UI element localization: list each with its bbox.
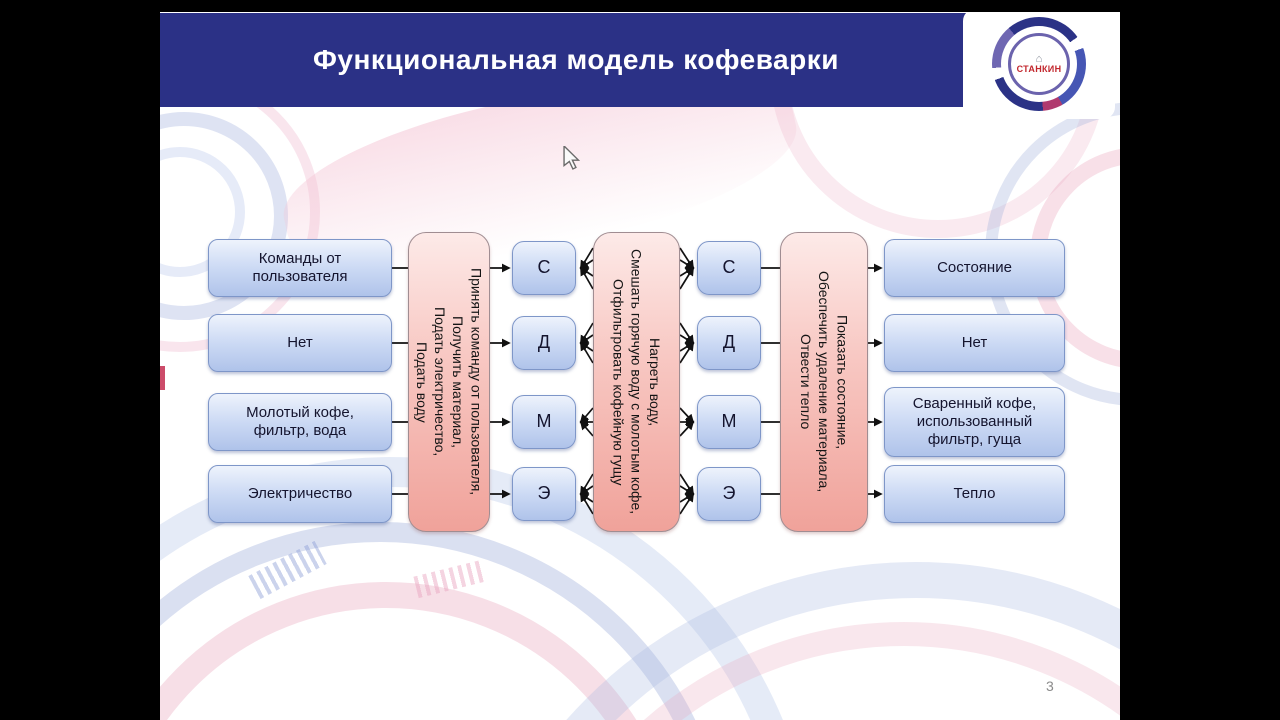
stream-box-d2: Д: [697, 316, 761, 370]
stankin-logo: ⌂ СТАНКИН: [963, 12, 1115, 119]
process-box-3: Показать состояние, Обеспечить удаление …: [780, 232, 868, 532]
slide: Функциональная модель кофеварки ⌂ СТАНКИ…: [160, 12, 1120, 720]
output-box-none: Нет: [884, 314, 1065, 372]
process-1-text: Принять команду от пользователя, Получит…: [413, 268, 485, 496]
process-2-text: Нагреть воду, Смешать горячую воду с мол…: [610, 249, 663, 515]
input-box-commands: Команды от пользователя: [208, 239, 392, 297]
process-box-2: Нагреть воду, Смешать горячую воду с мол…: [593, 232, 680, 532]
stream-box-c1: С: [512, 241, 576, 295]
input-box-electricity: Электричество: [208, 465, 392, 523]
process-3-text: Показать состояние, Обеспечить удаление …: [797, 271, 851, 493]
process-box-1: Принять команду от пользователя, Получит…: [408, 232, 490, 532]
stream-box-e1: Э: [512, 467, 576, 521]
input-box-materials: Молотый кофе, фильтр, вода: [208, 393, 392, 451]
page-number: 3: [1046, 678, 1054, 694]
input-box-none: Нет: [208, 314, 392, 372]
output-box-state: Состояние: [884, 239, 1065, 297]
logo-ring-icon: ⌂ СТАНКИН: [992, 17, 1086, 111]
page-title: Функциональная модель кофеварки: [313, 44, 839, 75]
mouse-cursor: [563, 146, 580, 170]
building-icon: ⌂: [1035, 53, 1043, 65]
logo-text: СТАНКИН: [1016, 64, 1062, 74]
stream-box-c2: С: [697, 241, 761, 295]
output-box-coffee: Сваренный кофе, использованный фильтр, г…: [884, 387, 1065, 457]
stream-box-m2: М: [697, 395, 761, 449]
stream-box-d1: Д: [512, 316, 576, 370]
stream-box-m1: М: [512, 395, 576, 449]
stream-box-e2: Э: [697, 467, 761, 521]
output-box-heat: Тепло: [884, 465, 1065, 523]
